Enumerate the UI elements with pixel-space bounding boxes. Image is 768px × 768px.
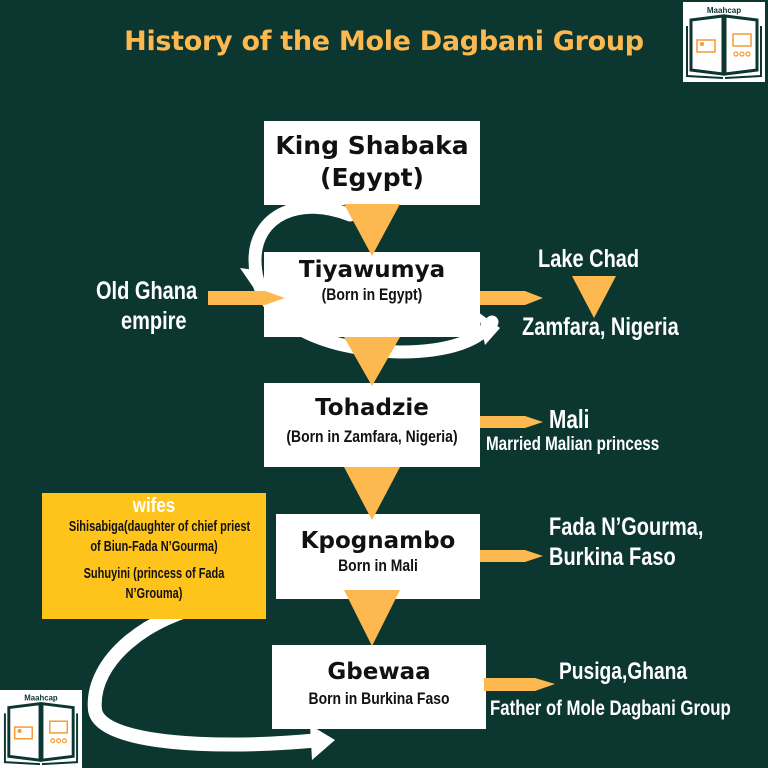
- label-lake-chad: Lake Chad: [538, 245, 640, 273]
- node-king-shabaka: King Shabaka (Egypt): [264, 121, 480, 205]
- label-line: Fada N’Gourma,: [549, 513, 704, 541]
- node-sub: Born in Mali: [338, 556, 418, 575]
- label-pusiga-note: Father of Mole Dagbani Group: [490, 697, 731, 720]
- node-kpognambo: Kpognambo Born in Mali: [276, 514, 480, 599]
- svg-text:Maahcap: Maahcap: [24, 694, 58, 703]
- svg-text:Maahcap: Maahcap: [707, 6, 741, 15]
- wife-2-line-2: N’Grouma): [125, 585, 183, 602]
- node-name: Tohadzie: [315, 395, 429, 421]
- label-line: empire: [120, 307, 187, 335]
- label-old-ghana: Old Ghana empire: [96, 276, 197, 336]
- node-name: Tiyawumya: [298, 257, 446, 283]
- node-sub: (Born in Egypt): [321, 285, 423, 304]
- node-name: Kpognambo: [300, 528, 456, 554]
- label-mali-note: Married Malian princess: [486, 434, 660, 455]
- label-pusiga: Pusiga,Ghana: [559, 658, 688, 685]
- label-line: Old Ghana: [96, 277, 198, 305]
- node-sub: (Egypt): [320, 163, 424, 192]
- wife-2-line-1: Suhuyini (princess of Fada: [83, 566, 225, 583]
- node-name: King Shabaka: [275, 131, 469, 160]
- node-tiyawumya: Tiyawumya (Born in Egypt): [264, 252, 480, 337]
- wifes-box: wifes Sihisabiga(daughter of chief pries…: [42, 493, 266, 619]
- maahcap-logo: Maahcap: [683, 2, 765, 82]
- label-mali: Mali: [549, 404, 590, 434]
- label-line: Burkina Faso: [549, 543, 676, 571]
- page-title: History of the Mole Dagbani Group: [124, 26, 644, 57]
- wife-1-line-2: of Biun-Fada N’Gourma): [90, 538, 218, 555]
- node-sub: (Born in Zamfara, Nigeria): [286, 427, 458, 446]
- node-gbewaa: Gbewaa Born in Burkina Faso: [272, 645, 486, 729]
- label-fada: Fada N’Gourma, Burkina Faso: [549, 512, 703, 572]
- maahcap-logo-bottom: Maahcap: [0, 690, 82, 768]
- node-name: Gbewaa: [327, 659, 431, 685]
- wife-1-line-1: Sihisabiga(daughter of chief priest: [68, 519, 251, 535]
- label-zamfara: Zamfara, Nigeria: [522, 313, 679, 341]
- wifes-header: wifes: [132, 495, 176, 517]
- node-sub: Born in Burkina Faso: [308, 689, 450, 708]
- node-tohadzie: Tohadzie (Born in Zamfara, Nigeria): [264, 383, 480, 467]
